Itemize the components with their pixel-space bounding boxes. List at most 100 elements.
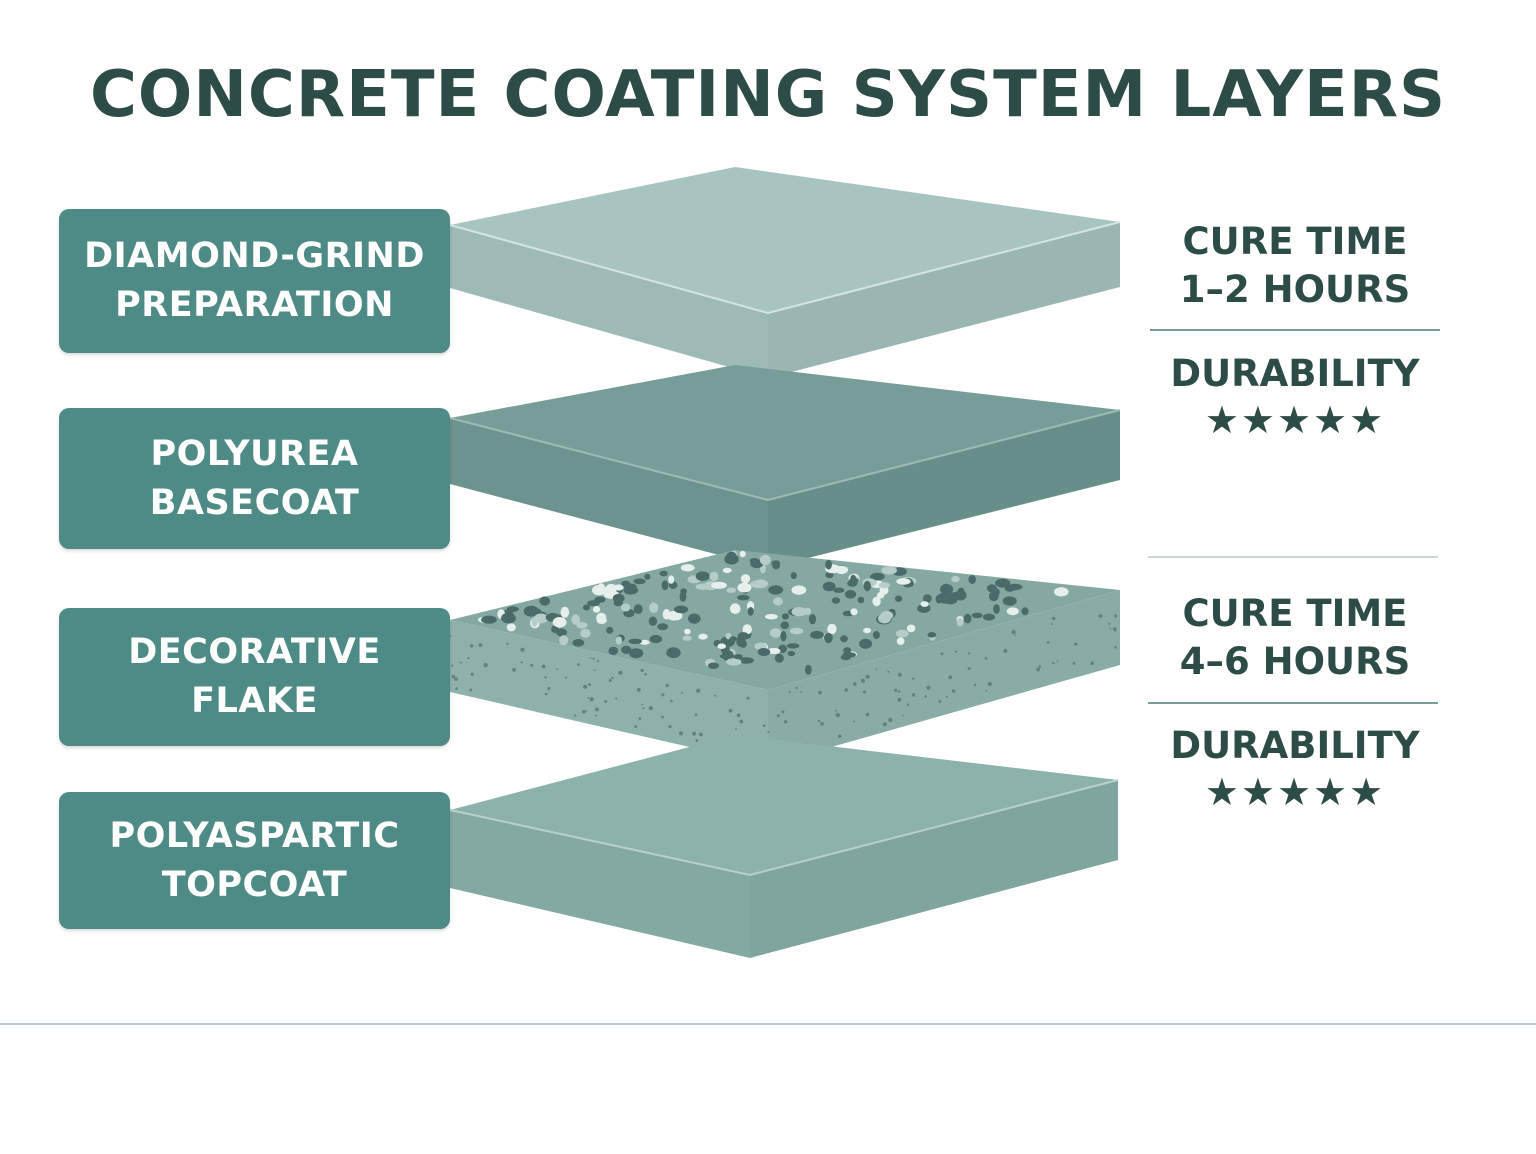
durability-stars: ★★★★★ xyxy=(1204,398,1386,442)
speckle xyxy=(1108,622,1111,625)
speckle xyxy=(636,687,641,692)
layer-stack-illustration xyxy=(449,167,1121,958)
flake-chip xyxy=(749,580,766,589)
speckle xyxy=(897,697,902,702)
flake-chip xyxy=(767,647,781,655)
flake-chip xyxy=(986,584,997,593)
speckle xyxy=(582,709,586,714)
speckle xyxy=(728,708,733,713)
flake-chip xyxy=(968,575,976,584)
speckle xyxy=(800,691,802,694)
flake-chip xyxy=(773,597,783,606)
flake-chip xyxy=(881,566,897,575)
speckle xyxy=(1112,627,1117,631)
flake-chip xyxy=(688,613,701,624)
flake-chip xyxy=(633,604,643,614)
speckle xyxy=(938,699,942,703)
flake-chip xyxy=(726,587,737,593)
flake-chip xyxy=(680,564,695,572)
speckle xyxy=(951,689,956,693)
speckle xyxy=(948,675,953,680)
flake-chip xyxy=(606,626,614,634)
flake-chip xyxy=(668,575,675,584)
speckle xyxy=(967,667,971,671)
flake-chip xyxy=(695,583,712,590)
flake-chip xyxy=(695,571,710,581)
speckle xyxy=(887,670,890,673)
speckle xyxy=(838,734,842,738)
info-divider xyxy=(1148,702,1438,704)
speckle xyxy=(681,691,683,694)
speckle xyxy=(735,728,737,731)
speckle xyxy=(589,697,594,702)
label-diamond-grind-text: DIAMOND-GRIND PREPARATION xyxy=(84,236,425,325)
slab-1-edge xyxy=(449,221,1121,315)
speckle xyxy=(467,657,470,660)
flake-chip xyxy=(768,585,784,595)
flake-chip xyxy=(759,554,771,566)
slab-decorative-flake xyxy=(449,550,1120,765)
flake-chip xyxy=(659,570,668,577)
speckle xyxy=(679,731,683,736)
speckle xyxy=(818,690,822,695)
flake-chip xyxy=(790,572,797,580)
speckle xyxy=(1011,630,1016,635)
flake-chip xyxy=(876,592,885,599)
speckle xyxy=(520,647,525,652)
flake-chip xyxy=(709,571,719,582)
speckle xyxy=(642,707,645,710)
slab-4-left xyxy=(450,810,750,958)
flake-chip xyxy=(621,645,632,655)
speckle xyxy=(608,679,612,682)
speckle xyxy=(696,688,701,693)
flake-chip xyxy=(872,631,880,639)
speckle xyxy=(595,707,599,712)
page-title: CONCRETE COATING SYSTEM LAYERS xyxy=(89,58,1447,132)
flake-chip xyxy=(781,613,790,620)
flake-chip xyxy=(649,635,663,644)
speckle xyxy=(714,694,717,697)
flake-chip xyxy=(778,644,787,654)
speckle xyxy=(853,682,857,686)
speckle xyxy=(1056,660,1059,662)
flake-chip xyxy=(750,559,764,569)
speckle xyxy=(865,674,870,679)
flake-chip xyxy=(674,605,689,614)
slab-3-left xyxy=(450,620,768,765)
slab-diamond-grind xyxy=(449,167,1121,378)
durability-label: DURABILITY xyxy=(1170,352,1420,395)
speckle xyxy=(634,725,638,728)
slab-2-top xyxy=(450,365,1120,500)
flake-chip xyxy=(786,643,800,649)
speckle xyxy=(875,668,878,671)
speckle xyxy=(483,663,488,668)
speckle xyxy=(451,664,454,667)
speckle xyxy=(594,714,597,717)
flake-chip xyxy=(644,573,651,580)
flake-chip xyxy=(633,578,646,585)
flake-chip xyxy=(1054,587,1069,597)
flake-chip xyxy=(896,578,911,585)
flake-chip xyxy=(615,636,623,645)
flake-chip xyxy=(1007,583,1023,591)
info-cure-time-2: CURE TIME 4–6 HOURS xyxy=(1150,590,1440,686)
speckle xyxy=(512,667,516,672)
speckle xyxy=(592,657,595,660)
speckle xyxy=(783,720,788,724)
speckle xyxy=(556,668,559,670)
speckle xyxy=(746,696,750,700)
speckle xyxy=(1036,667,1040,672)
flake-chip xyxy=(737,594,750,601)
durability-label: DURABILITY xyxy=(1170,724,1420,767)
speckle xyxy=(585,710,587,712)
flake-chip xyxy=(501,612,516,624)
speckle xyxy=(902,714,904,717)
speckle xyxy=(670,699,673,703)
slab-1-right xyxy=(768,222,1120,378)
flake-chip xyxy=(956,617,964,627)
speckle xyxy=(924,695,927,698)
flake-chip xyxy=(722,567,732,574)
flake-chip xyxy=(787,650,796,657)
speckle xyxy=(1014,634,1016,637)
flake-chip xyxy=(626,583,637,590)
